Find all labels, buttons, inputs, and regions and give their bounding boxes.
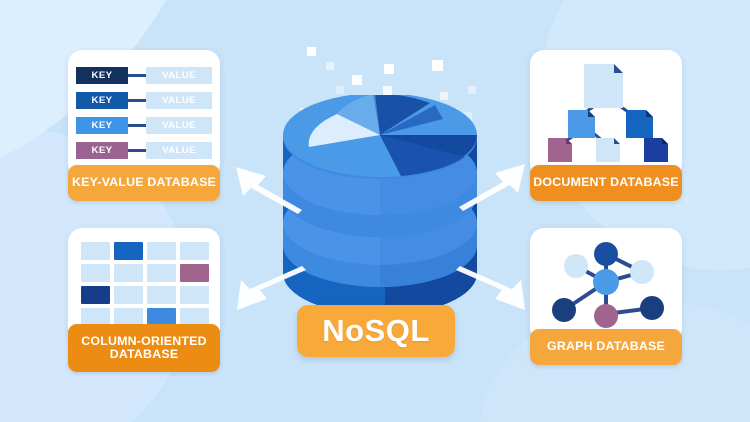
card-graph[interactable]: GRAPH DATABASE [530, 228, 682, 365]
grid-cell [147, 308, 176, 326]
grid-cell [114, 242, 143, 260]
nosql-label: NoSQL [322, 313, 430, 348]
graph-node [594, 304, 618, 328]
list-item: KEY VALUE [76, 142, 212, 159]
kv-key-cell: KEY [76, 67, 128, 84]
pixel-square [384, 64, 394, 74]
grid-cell [81, 264, 110, 282]
arrow-to-graph [456, 266, 525, 310]
card-key-value[interactable]: KEY VALUE KEY VALUE KEY VALUE KEY VALUE … [68, 50, 220, 201]
card-label-column-oriented: COLUMN-ORIENTED DATABASE [68, 324, 220, 372]
card-label-key-value: KEY-VALUE DATABASE [68, 165, 220, 201]
grid-cell [114, 308, 143, 326]
grid-cell [81, 308, 110, 326]
kv-value-cell: VALUE [146, 142, 212, 159]
pixel-square [336, 86, 344, 94]
pixel-square [352, 75, 362, 85]
grid-cell [180, 264, 209, 282]
document-tree-icon [530, 50, 682, 178]
grid-cell [147, 264, 176, 282]
grid-cell [180, 286, 209, 304]
pixel-square [463, 112, 472, 121]
card-document[interactable]: DOCUMENT DATABASE [530, 50, 682, 201]
grid-cell [180, 242, 209, 260]
graph-node [594, 242, 618, 266]
grid-cell [114, 286, 143, 304]
pixel-square [468, 86, 476, 94]
grid-cell [147, 286, 176, 304]
arrow-to-document [459, 164, 525, 211]
nosql-center-badge: NoSQL [297, 305, 455, 357]
kv-value-cell: VALUE [146, 92, 212, 109]
graph-node [640, 296, 664, 320]
graph-node [564, 254, 588, 278]
pixel-square [440, 92, 448, 100]
grid-cell [147, 242, 176, 260]
kv-connector [128, 149, 146, 152]
kv-value-cell: VALUE [146, 117, 212, 134]
database-cylinder-icon [283, 95, 477, 315]
arrow-to-column-oriented [237, 266, 306, 310]
kv-key-cell: KEY [76, 92, 128, 109]
graph-node [552, 298, 576, 322]
kv-connector [128, 74, 146, 77]
kv-key-cell: KEY [76, 117, 128, 134]
pixel-square [383, 86, 392, 95]
kv-connector [128, 99, 146, 102]
key-value-pairs-icon: KEY VALUE KEY VALUE KEY VALUE KEY VALUE [68, 50, 220, 178]
grid-cell [180, 308, 209, 326]
card-label-line2: DATABASE [109, 347, 179, 361]
column-grid-icon [68, 228, 220, 342]
card-label-graph: GRAPH DATABASE [530, 329, 682, 365]
grid-cell [81, 242, 110, 260]
card-label-line1: COLUMN-ORIENTED [81, 333, 207, 348]
kv-connector [128, 124, 146, 127]
graph-node [630, 260, 654, 284]
grid-cell [81, 286, 110, 304]
pixel-square [326, 62, 334, 70]
grid-cell [114, 264, 143, 282]
graph-node [593, 269, 619, 295]
card-label-document: DOCUMENT DATABASE [530, 165, 682, 201]
pixel-square [307, 47, 316, 56]
kv-key-cell: KEY [76, 142, 128, 159]
list-item: KEY VALUE [76, 117, 212, 134]
pixel-square [432, 60, 443, 71]
list-item: KEY VALUE [76, 67, 212, 84]
list-item: KEY VALUE [76, 92, 212, 109]
card-column-oriented[interactable]: COLUMN-ORIENTED DATABASE [68, 228, 220, 372]
node-graph-icon [530, 228, 682, 342]
kv-value-cell: VALUE [146, 67, 212, 84]
arrow-to-key-value [236, 167, 302, 214]
